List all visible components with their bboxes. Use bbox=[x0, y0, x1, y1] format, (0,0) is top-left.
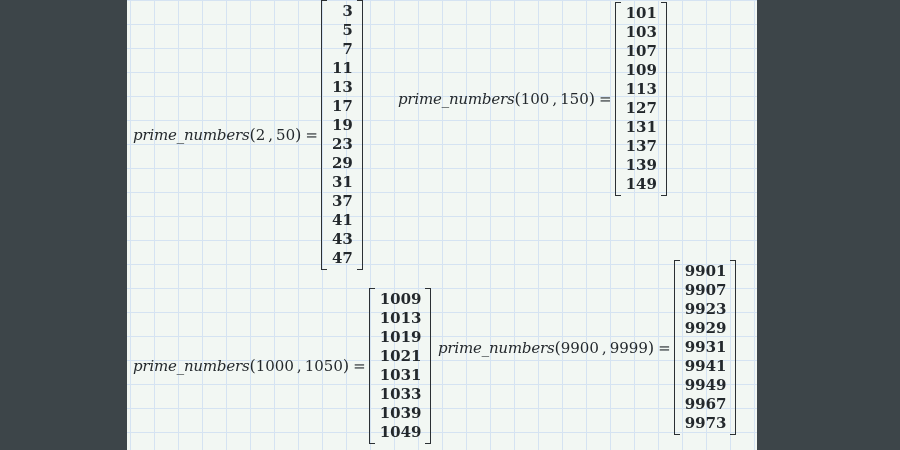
right-panel bbox=[757, 0, 900, 450]
function-name: prime_numbers bbox=[133, 126, 250, 144]
matrix-value: 9973 bbox=[684, 414, 727, 432]
matrix-value: 9907 bbox=[684, 281, 727, 299]
matrix-value: 139 bbox=[625, 156, 657, 174]
matrix-value: 43 bbox=[331, 230, 353, 248]
matrix-left-bracket bbox=[673, 260, 680, 435]
open-paren: ( bbox=[249, 125, 256, 144]
equals-sign: = bbox=[305, 126, 318, 144]
matrix-value: 137 bbox=[625, 137, 657, 155]
matrix-value: 9923 bbox=[684, 300, 727, 318]
equals-sign: = bbox=[658, 338, 671, 357]
matrix-value: 113 bbox=[625, 80, 657, 98]
matrix-value: 9931 bbox=[684, 338, 727, 356]
matrix-left-bracket bbox=[614, 2, 621, 196]
matrix-value: 19 bbox=[331, 116, 353, 134]
matrix-value: 127 bbox=[625, 99, 657, 117]
close-paren: ) bbox=[588, 89, 596, 108]
close-paren: ) bbox=[295, 125, 302, 144]
comma: , bbox=[268, 126, 274, 144]
matrix-value: 149 bbox=[625, 175, 657, 193]
argument-start: 2 bbox=[255, 126, 266, 144]
comma: , bbox=[601, 338, 607, 357]
matrix-value: 1033 bbox=[379, 385, 422, 403]
matrix-value: 1031 bbox=[379, 366, 422, 384]
argument-end: 1050 bbox=[304, 357, 343, 375]
matrix-value: 3 bbox=[342, 2, 353, 20]
function-name: prime_numbers bbox=[438, 338, 555, 357]
matrix-left-bracket bbox=[320, 0, 327, 270]
left-panel bbox=[0, 0, 127, 450]
matrix-value: 1009 bbox=[379, 290, 422, 308]
matrix-value: 1013 bbox=[379, 309, 422, 327]
matrix-value: 131 bbox=[625, 118, 657, 136]
matrix-value: 1021 bbox=[379, 347, 422, 365]
matrix-value: 9929 bbox=[684, 319, 727, 337]
open-paren: ( bbox=[554, 337, 561, 357]
matrix-right-bracket bbox=[425, 288, 432, 444]
matrix-right-bracket bbox=[660, 2, 667, 196]
matrix-value: 107 bbox=[625, 42, 657, 60]
matrix-value: 9967 bbox=[684, 395, 727, 413]
matrix-value: 17 bbox=[331, 97, 353, 115]
expression-label: prime_numbers(100,150)= bbox=[398, 89, 612, 109]
matrix-value: 9901 bbox=[684, 262, 727, 280]
matrix-value: 5 bbox=[342, 21, 353, 39]
expression-label: prime_numbers(1000,1050)= bbox=[133, 356, 366, 376]
matrix-value: 31 bbox=[331, 173, 353, 191]
expression-label: prime_numbers(9900,9999)= bbox=[438, 338, 671, 358]
comma: , bbox=[552, 90, 558, 108]
equals-sign: = bbox=[599, 90, 612, 108]
matrix-value: 47 bbox=[331, 249, 353, 267]
matrix-value: 11 bbox=[331, 59, 353, 77]
argument-end: 150 bbox=[560, 90, 589, 108]
matrix-value: 29 bbox=[331, 154, 353, 172]
matrix-left-bracket bbox=[368, 288, 375, 444]
argument-start: 1000 bbox=[255, 357, 294, 375]
matrix-value: 9949 bbox=[684, 376, 727, 394]
matrix-value: 1049 bbox=[379, 423, 422, 441]
matrix-value: 103 bbox=[625, 23, 657, 41]
argument-end: 9999 bbox=[609, 338, 648, 357]
matrix-value: 9941 bbox=[684, 357, 727, 375]
expression-label: prime_numbers(2,50)= bbox=[133, 125, 318, 145]
close-paren: ) bbox=[647, 337, 655, 357]
argument-end: 50 bbox=[276, 126, 296, 144]
matrix-right-bracket bbox=[356, 0, 363, 270]
equals-sign: = bbox=[353, 357, 366, 375]
argument-start: 9900 bbox=[560, 338, 599, 357]
comma: , bbox=[296, 357, 302, 375]
matrix-value: 37 bbox=[331, 192, 353, 210]
close-paren: ) bbox=[342, 356, 350, 375]
function-name: prime_numbers bbox=[133, 357, 250, 375]
matrix-value: 109 bbox=[625, 61, 657, 79]
open-paren: ( bbox=[249, 356, 256, 375]
matrix-value: 1019 bbox=[379, 328, 422, 346]
matrix-value: 101 bbox=[625, 4, 657, 22]
argument-start: 100 bbox=[520, 90, 550, 108]
matrix-right-bracket bbox=[730, 260, 737, 435]
matrix-value: 13 bbox=[331, 78, 353, 96]
matrix-value: 23 bbox=[331, 135, 353, 153]
matrix-value: 7 bbox=[342, 40, 353, 58]
open-paren: ( bbox=[514, 89, 521, 108]
function-name: prime_numbers bbox=[398, 90, 515, 108]
matrix-value: 41 bbox=[331, 211, 353, 229]
matrix-value: 1039 bbox=[379, 404, 422, 422]
